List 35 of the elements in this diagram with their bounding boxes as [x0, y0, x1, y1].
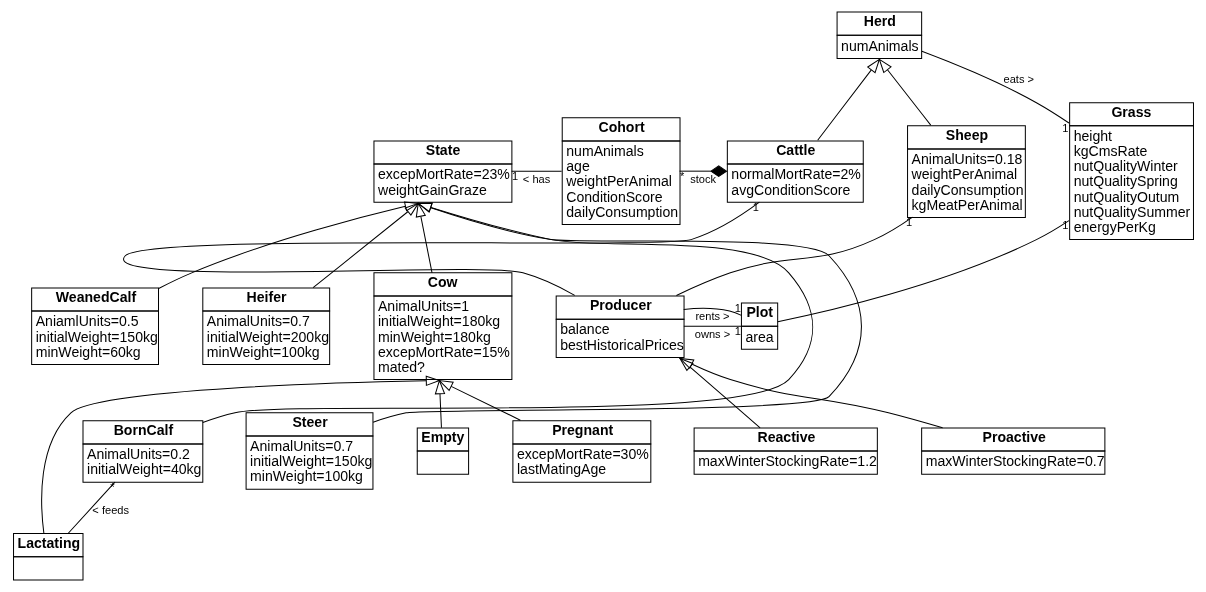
connector — [679, 165, 728, 177]
connector — [683, 307, 742, 316]
arrow — [158, 201, 420, 289]
label: * — [679, 170, 685, 183]
arrow — [372, 202, 862, 423]
label: * — [110, 480, 115, 493]
edge-label: rents > — [695, 309, 730, 322]
connector — [67, 481, 116, 534]
connector — [921, 50, 1070, 124]
edge-label: eats > — [1003, 73, 1035, 86]
connector — [675, 216, 913, 296]
arrow — [434, 379, 446, 429]
arrow — [312, 202, 420, 289]
label: 1 — [905, 215, 913, 228]
arrow — [41, 375, 441, 535]
arrow — [202, 202, 814, 424]
connector — [511, 170, 563, 172]
arrow — [678, 357, 761, 429]
edge-label: < has — [522, 173, 551, 186]
arrow — [415, 201, 433, 274]
label: 1 — [1062, 121, 1069, 134]
connector — [683, 325, 742, 327]
connector — [777, 220, 1070, 323]
edge-label: < feeds — [92, 504, 129, 517]
arrow — [678, 357, 944, 429]
edge-label: stock — [690, 173, 717, 186]
edge-label: owns > — [694, 328, 731, 341]
label: 1 — [1062, 219, 1069, 232]
connector — [124, 201, 760, 296]
label: 1 — [734, 302, 741, 315]
arrow — [878, 58, 932, 126]
label: 1 — [734, 325, 741, 338]
arrow — [438, 379, 521, 421]
label: 1 — [512, 170, 519, 183]
arrow — [817, 58, 881, 141]
